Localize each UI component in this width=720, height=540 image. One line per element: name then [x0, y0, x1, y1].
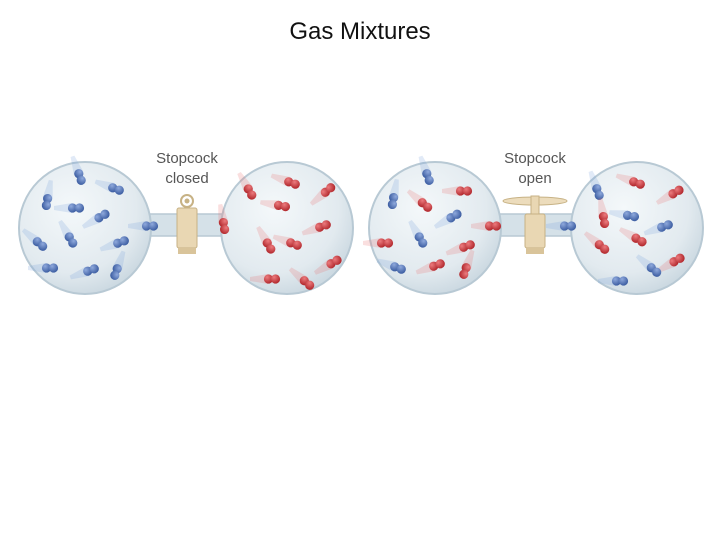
blue-molecule [58, 219, 78, 248]
red-molecule [256, 225, 276, 254]
red-molecule [618, 227, 647, 247]
red-molecule [415, 259, 445, 275]
molecules-left-bulb-blue [21, 155, 129, 280]
blue-molecule [376, 258, 406, 274]
blue-molecule [598, 276, 629, 286]
blue-molecule [418, 155, 434, 185]
blue-molecule [70, 155, 86, 185]
blue-molecule [643, 220, 673, 236]
red-molecule [259, 200, 291, 212]
stopcock-label-line2: closed [165, 170, 208, 187]
molecules-left-bulb-mixed [363, 155, 475, 279]
red-molecule [272, 234, 302, 250]
red-molecule [656, 253, 685, 273]
red-molecule [459, 249, 475, 279]
stopcock-label-line1: Stopcock [156, 150, 218, 167]
red-molecule [218, 203, 230, 235]
blue-molecule [635, 254, 662, 277]
red-molecule [288, 267, 315, 290]
blue-molecule [28, 263, 59, 273]
blue-molecule [546, 221, 577, 231]
molecules-tube-mixed [471, 221, 577, 231]
red-molecule [313, 255, 342, 275]
molecules-right-bulb-red [218, 171, 342, 290]
stopcock-label-line2: open [518, 170, 551, 187]
blue-molecule [128, 221, 159, 231]
blue-molecule [81, 209, 110, 229]
blue-molecule [99, 236, 129, 252]
red-molecule [471, 221, 502, 231]
molecules-right-bulb-mixed [583, 170, 685, 286]
blue-molecule [408, 219, 428, 248]
blue-molecule [608, 210, 640, 222]
slide-title: Gas Mixtures [289, 18, 431, 45]
red-molecule [598, 197, 610, 229]
blue-molecule [41, 179, 53, 211]
red-molecule [615, 173, 645, 189]
red-molecule [301, 220, 331, 236]
red-molecule [250, 274, 281, 284]
molecules-tube-blue [128, 221, 159, 231]
blue-molecule [387, 178, 399, 210]
stopcock-label-line1: Stopcock [504, 150, 566, 167]
blue-molecule [433, 209, 462, 229]
blue-molecule [94, 179, 124, 195]
blue-molecule [588, 170, 604, 200]
red-molecule [442, 186, 473, 196]
stopcock-valve-closed [176, 194, 198, 254]
red-molecule [363, 238, 394, 248]
red-molecule [583, 231, 610, 254]
red-molecule [237, 171, 257, 200]
panel-stopcock-closed: Stopcock closed [18, 150, 354, 295]
stopcock-valve-open [502, 195, 568, 254]
red-molecule [406, 189, 433, 212]
blue-molecule [69, 264, 99, 280]
blue-molecule [110, 250, 126, 280]
red-molecule [309, 183, 336, 206]
blue-molecule [21, 228, 48, 251]
panel-stopcock-open: Stopcock open [363, 150, 704, 295]
red-molecule [445, 240, 475, 256]
red-molecule [270, 173, 300, 189]
blue-molecule [54, 203, 85, 213]
red-molecule [655, 185, 684, 205]
